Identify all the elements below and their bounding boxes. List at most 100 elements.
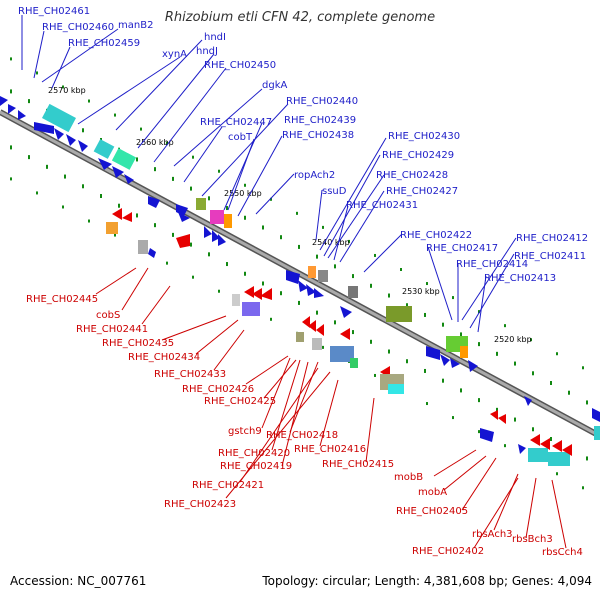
gene-arrow: [124, 174, 134, 184]
gene-box: [224, 214, 232, 228]
tick-dot: [136, 213, 138, 218]
gene-label: ropAch2: [294, 170, 335, 181]
gene-label: RHE_CH02425: [204, 396, 276, 407]
tick-label: 2530 kbp: [402, 287, 440, 296]
leader-lines-top: [21, 15, 517, 333]
tick-dot: [442, 322, 444, 327]
tick-dot: [370, 283, 372, 288]
gene-label: xynA: [162, 49, 187, 60]
tick-dot: [88, 99, 90, 103]
tick-dot: [374, 253, 376, 257]
tick-dot: [496, 351, 498, 356]
gene-arrow: [308, 320, 316, 332]
gene-label: RHE_CH02415: [322, 459, 394, 470]
gene-label: RHE_CH02438: [282, 130, 354, 141]
gene-label: rbsBch3: [512, 534, 553, 545]
gene-arrow: [302, 316, 310, 328]
tick-dot: [370, 339, 372, 344]
tick-dot: [530, 338, 532, 342]
gene-label: RHE_CH02417: [426, 243, 498, 254]
gene-label: RHE_CH02418: [266, 430, 338, 441]
tick-dot: [550, 437, 552, 441]
tick-dot: [478, 310, 480, 314]
tick-dot: [298, 244, 300, 249]
gene-arrow: [112, 166, 124, 178]
tick-dot: [442, 378, 444, 383]
gene-arrow: [66, 134, 76, 146]
tick-dot: [154, 223, 156, 228]
labels-bottom: RHE_CH02445 cobS RHE_CH02441 RHE_CH02435…: [26, 294, 583, 558]
gene-arrow: [176, 234, 190, 248]
gene-arrow: [340, 328, 350, 340]
gene-box: [350, 358, 358, 368]
tick-dot: [114, 113, 116, 117]
gene-label: cobS: [96, 310, 120, 321]
gene-box: [232, 294, 240, 306]
tick-dot: [36, 191, 38, 195]
tick-dot: [460, 388, 462, 393]
tick-dot: [226, 206, 228, 211]
gene-arrow: [122, 212, 132, 222]
tick-dot: [322, 225, 324, 229]
gene-arrow: [98, 158, 112, 170]
tick-label: 2570 kbp: [48, 86, 86, 95]
tick-dot: [556, 472, 558, 476]
accession-text: Accession: NC_007761: [10, 574, 147, 588]
tick-dot: [270, 197, 272, 201]
gene-label: RHE_CH02422: [400, 230, 472, 241]
gene-label: dgkA: [262, 80, 287, 91]
tick-dot: [244, 215, 246, 220]
gene-arrow: [592, 408, 600, 422]
gene-box: [210, 210, 224, 224]
tick-dot: [226, 262, 228, 267]
gene-box: [196, 198, 206, 210]
tick-dot: [62, 85, 64, 89]
tick-dot: [10, 145, 12, 150]
gene-box: [388, 384, 404, 394]
tick-dot: [262, 281, 264, 286]
tick-dot: [556, 352, 558, 356]
forward-genes: [0, 96, 600, 454]
tick-dot: [218, 289, 220, 293]
gene-label: cobT: [228, 132, 253, 143]
gene-label: RHE_CH02414: [456, 259, 528, 270]
tick-dot: [352, 330, 354, 335]
tick-dot: [504, 444, 506, 448]
tick-dot: [62, 205, 64, 209]
gene-label: RHE_CH02439: [284, 115, 356, 126]
tick-dot: [270, 317, 272, 321]
gene-label: RHE_CH02450: [204, 60, 276, 71]
tick-dot: [568, 390, 570, 395]
gene-label: RHE_CH02459: [68, 38, 140, 49]
tick-dot: [388, 349, 390, 354]
gene-label: RHE_CH02419: [220, 461, 292, 472]
gene-arrow: [148, 196, 160, 208]
gene-label: RHE_CH02461: [18, 6, 90, 17]
gene-box: [296, 332, 304, 342]
gene-label: RHE_CH02447: [200, 117, 272, 128]
tick-dot: [166, 141, 168, 145]
genome-summary: Topology: circular; Length: 4,381,608 bp…: [262, 574, 592, 588]
gene-label: RHE_CH02420: [218, 448, 290, 459]
gene-arrow: [552, 440, 562, 452]
tick-dot: [388, 293, 390, 298]
gene-arrow: [218, 234, 226, 246]
gene-arrow: [316, 324, 324, 336]
gene-box: [242, 302, 260, 316]
tick-dot: [452, 416, 454, 420]
gene-arrow: [148, 248, 156, 258]
gene-arrow: [524, 396, 532, 406]
tick-dot: [190, 242, 192, 247]
tick-dot: [208, 252, 210, 257]
tick-dot: [28, 155, 30, 160]
tick-dot: [532, 427, 534, 432]
gene-arrow: [8, 104, 16, 114]
tick-dot: [322, 345, 324, 349]
gene-arrow: [112, 208, 122, 220]
gene-label: RHE_CH02441: [76, 324, 148, 335]
tick-dot: [478, 398, 480, 403]
leader-lines-bottom: [95, 267, 567, 549]
tick-dot: [298, 300, 300, 305]
gene-arrow: [18, 110, 26, 120]
